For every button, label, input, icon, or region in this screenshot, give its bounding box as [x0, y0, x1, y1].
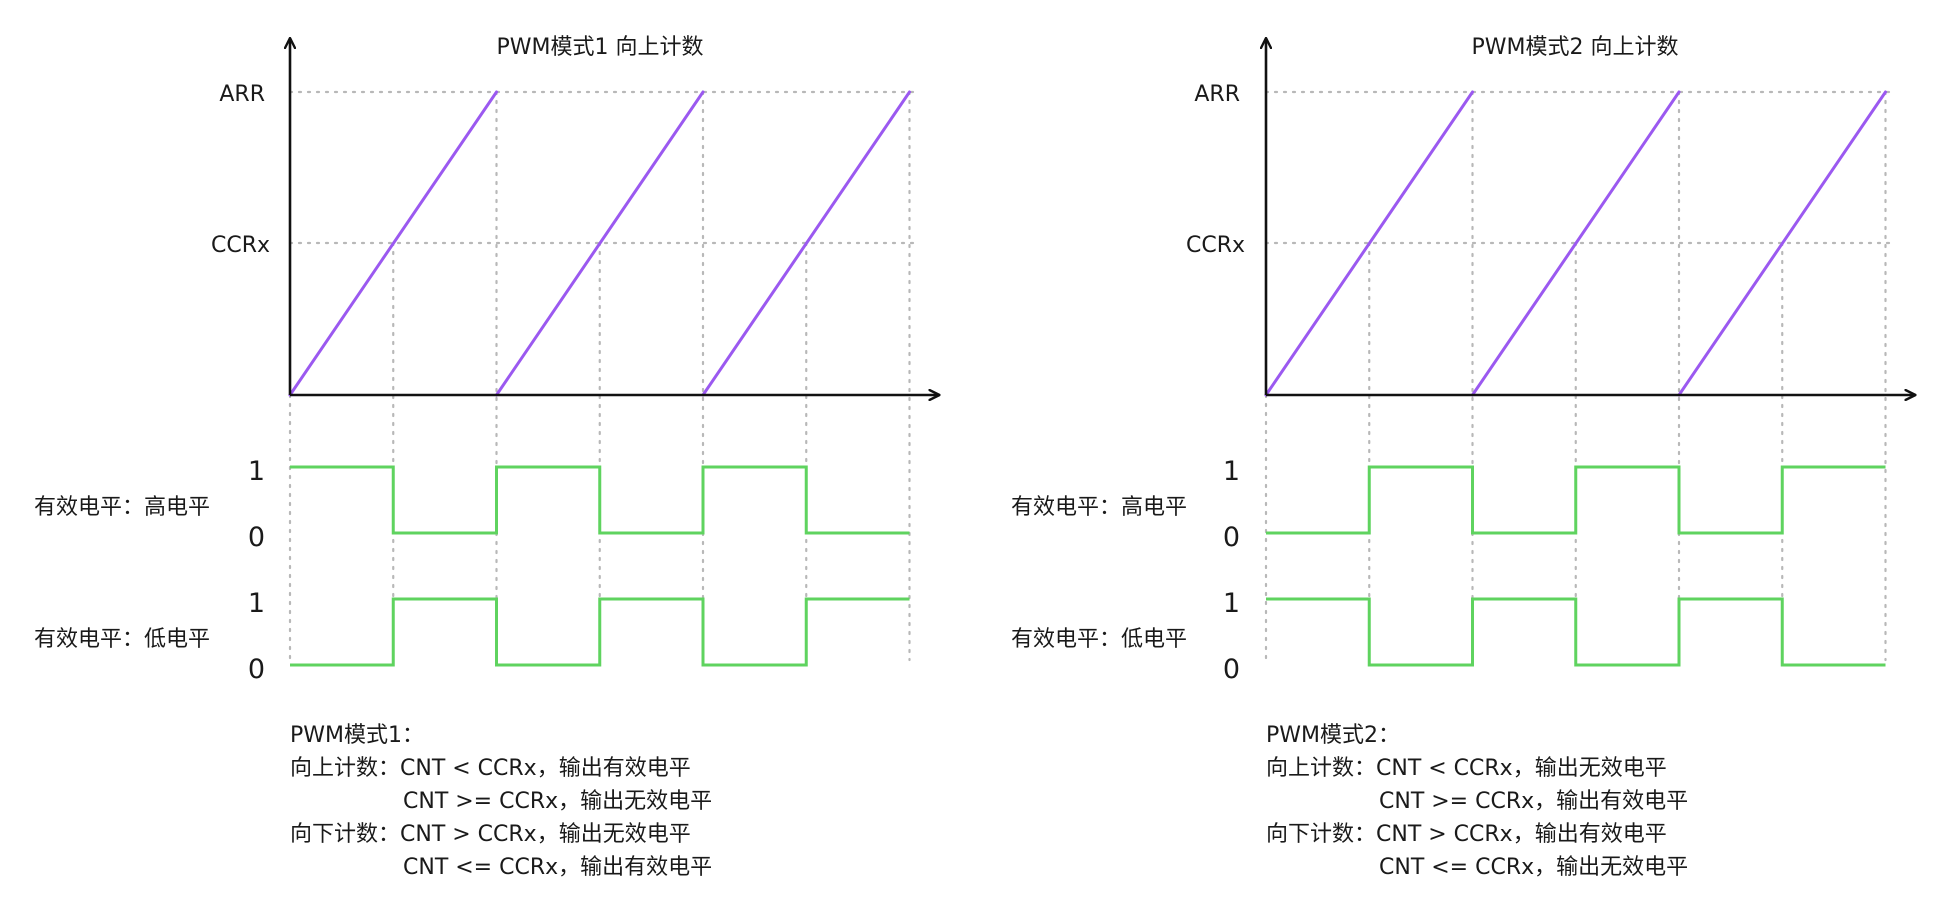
description-line: CNT <= CCRx，输出有效电平 — [403, 855, 712, 880]
y-label-arr: ARR — [1194, 82, 1240, 107]
panel-mode1: PWM模式1 向上计数 ARR CCRx 有效电平：高电平 1 0 有效电平：低… — [34, 35, 712, 880]
counter-ramp — [1264, 90, 1474, 397]
description-line: CNT >= CCRx，输出无效电平 — [403, 789, 712, 814]
level-one-label: 1 — [248, 456, 265, 487]
row-label-active-low: 有效电平：低电平 — [34, 627, 210, 652]
description-heading: PWM模式2： — [1266, 723, 1400, 748]
description-line: CNT >= CCRx，输出有效电平 — [1379, 789, 1688, 814]
waveforms — [288, 90, 1887, 667]
row-label-active-low: 有效电平：低电平 — [1011, 627, 1187, 652]
counter-ramp — [1677, 90, 1887, 397]
pwm-output-waveform — [290, 465, 910, 535]
counter-ramp — [1471, 90, 1681, 397]
description-line: 向上计数：CNT < CCRx，输出无效电平 — [1266, 756, 1667, 781]
row-label-active-high: 有效电平：高电平 — [1011, 495, 1187, 520]
y-label-arr: ARR — [219, 82, 265, 107]
level-zero-label: 0 — [1223, 654, 1240, 685]
y-label-ccrx: CCRx — [1186, 233, 1245, 258]
level-zero-label: 0 — [248, 522, 265, 553]
level-zero-label: 0 — [1223, 522, 1240, 553]
pwm-output-waveform — [1266, 465, 1886, 535]
counter-ramp — [288, 90, 498, 397]
counter-ramp — [701, 90, 911, 397]
description-line: 向下计数：CNT > CCRx，输出有效电平 — [1266, 822, 1667, 847]
level-one-label: 1 — [1223, 456, 1240, 487]
y-label-ccrx: CCRx — [211, 233, 270, 258]
axes — [290, 38, 1916, 395]
description-line: 向下计数：CNT > CCRx，输出无效电平 — [290, 822, 691, 847]
panel-title: PWM模式2 向上计数 — [1472, 35, 1679, 60]
counter-ramp — [495, 90, 705, 397]
row-label-active-high: 有效电平：高电平 — [34, 495, 210, 520]
panel-mode2: PWM模式2 向上计数 ARR CCRx 有效电平：高电平 1 0 有效电平：低… — [1011, 35, 1688, 880]
description-heading: PWM模式1： — [290, 723, 424, 748]
pwm-output-waveform — [290, 597, 910, 667]
level-zero-label: 0 — [248, 654, 265, 685]
level-one-label: 1 — [248, 588, 265, 619]
grid-lines — [288, 90, 1891, 662]
level-one-label: 1 — [1223, 588, 1240, 619]
description-line: CNT <= CCRx，输出无效电平 — [1379, 855, 1688, 880]
panel-title: PWM模式1 向上计数 — [497, 35, 704, 60]
pwm-output-waveform — [1266, 597, 1886, 667]
description-line: 向上计数：CNT < CCRx，输出有效电平 — [290, 756, 691, 781]
